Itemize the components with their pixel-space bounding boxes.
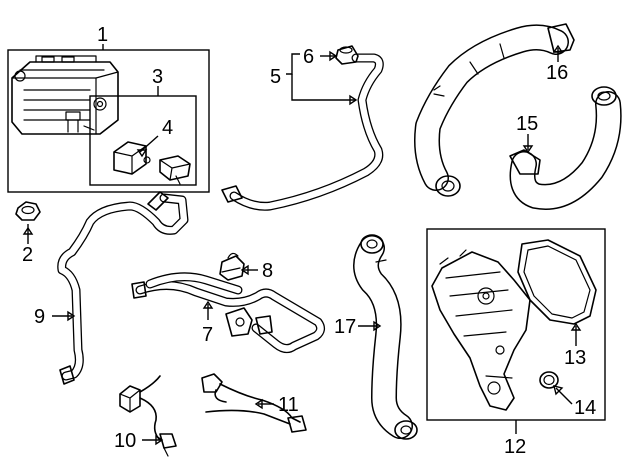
oil-separator-part [431, 249, 531, 411]
callout-14: 14 [574, 397, 596, 419]
lower-hose-15-part [509, 86, 622, 210]
group-box-12 [426, 228, 606, 421]
vapor-tube-part [221, 45, 384, 211]
callout-10: 10 [114, 430, 136, 452]
hose-17-part [353, 234, 418, 440]
valve-part [113, 141, 191, 185]
canister-part [11, 55, 119, 135]
callout-8: 8 [262, 260, 273, 282]
tube-assembly-part [131, 272, 326, 354]
callout-13: 13 [564, 347, 586, 369]
group-box-1 [7, 49, 210, 193]
gasket-part [517, 239, 597, 325]
oxygen-sensor-10-part [119, 375, 177, 457]
callout-17: 17 [334, 316, 356, 338]
upper-hose-16-part [414, 23, 575, 197]
nut-part [15, 201, 41, 221]
callout-16: 16 [546, 62, 568, 84]
leader-lines [22, 44, 582, 446]
callout-4: 4 [162, 117, 173, 139]
callout-7: 7 [202, 324, 213, 346]
callout-11: 11 [278, 394, 299, 416]
purge-tube-part [57, 191, 189, 385]
callout-15: 15 [516, 113, 538, 135]
clip-part [219, 252, 245, 281]
callout-9: 9 [34, 306, 45, 328]
callout-6: 6 [303, 46, 314, 68]
callout-5: 5 [270, 66, 281, 88]
o-ring-part [539, 371, 559, 389]
callout-12: 12 [504, 436, 526, 458]
callout-2: 2 [22, 244, 33, 266]
group-box-3 [89, 95, 197, 186]
callout-3: 3 [152, 66, 163, 88]
callout-1: 1 [97, 24, 108, 46]
